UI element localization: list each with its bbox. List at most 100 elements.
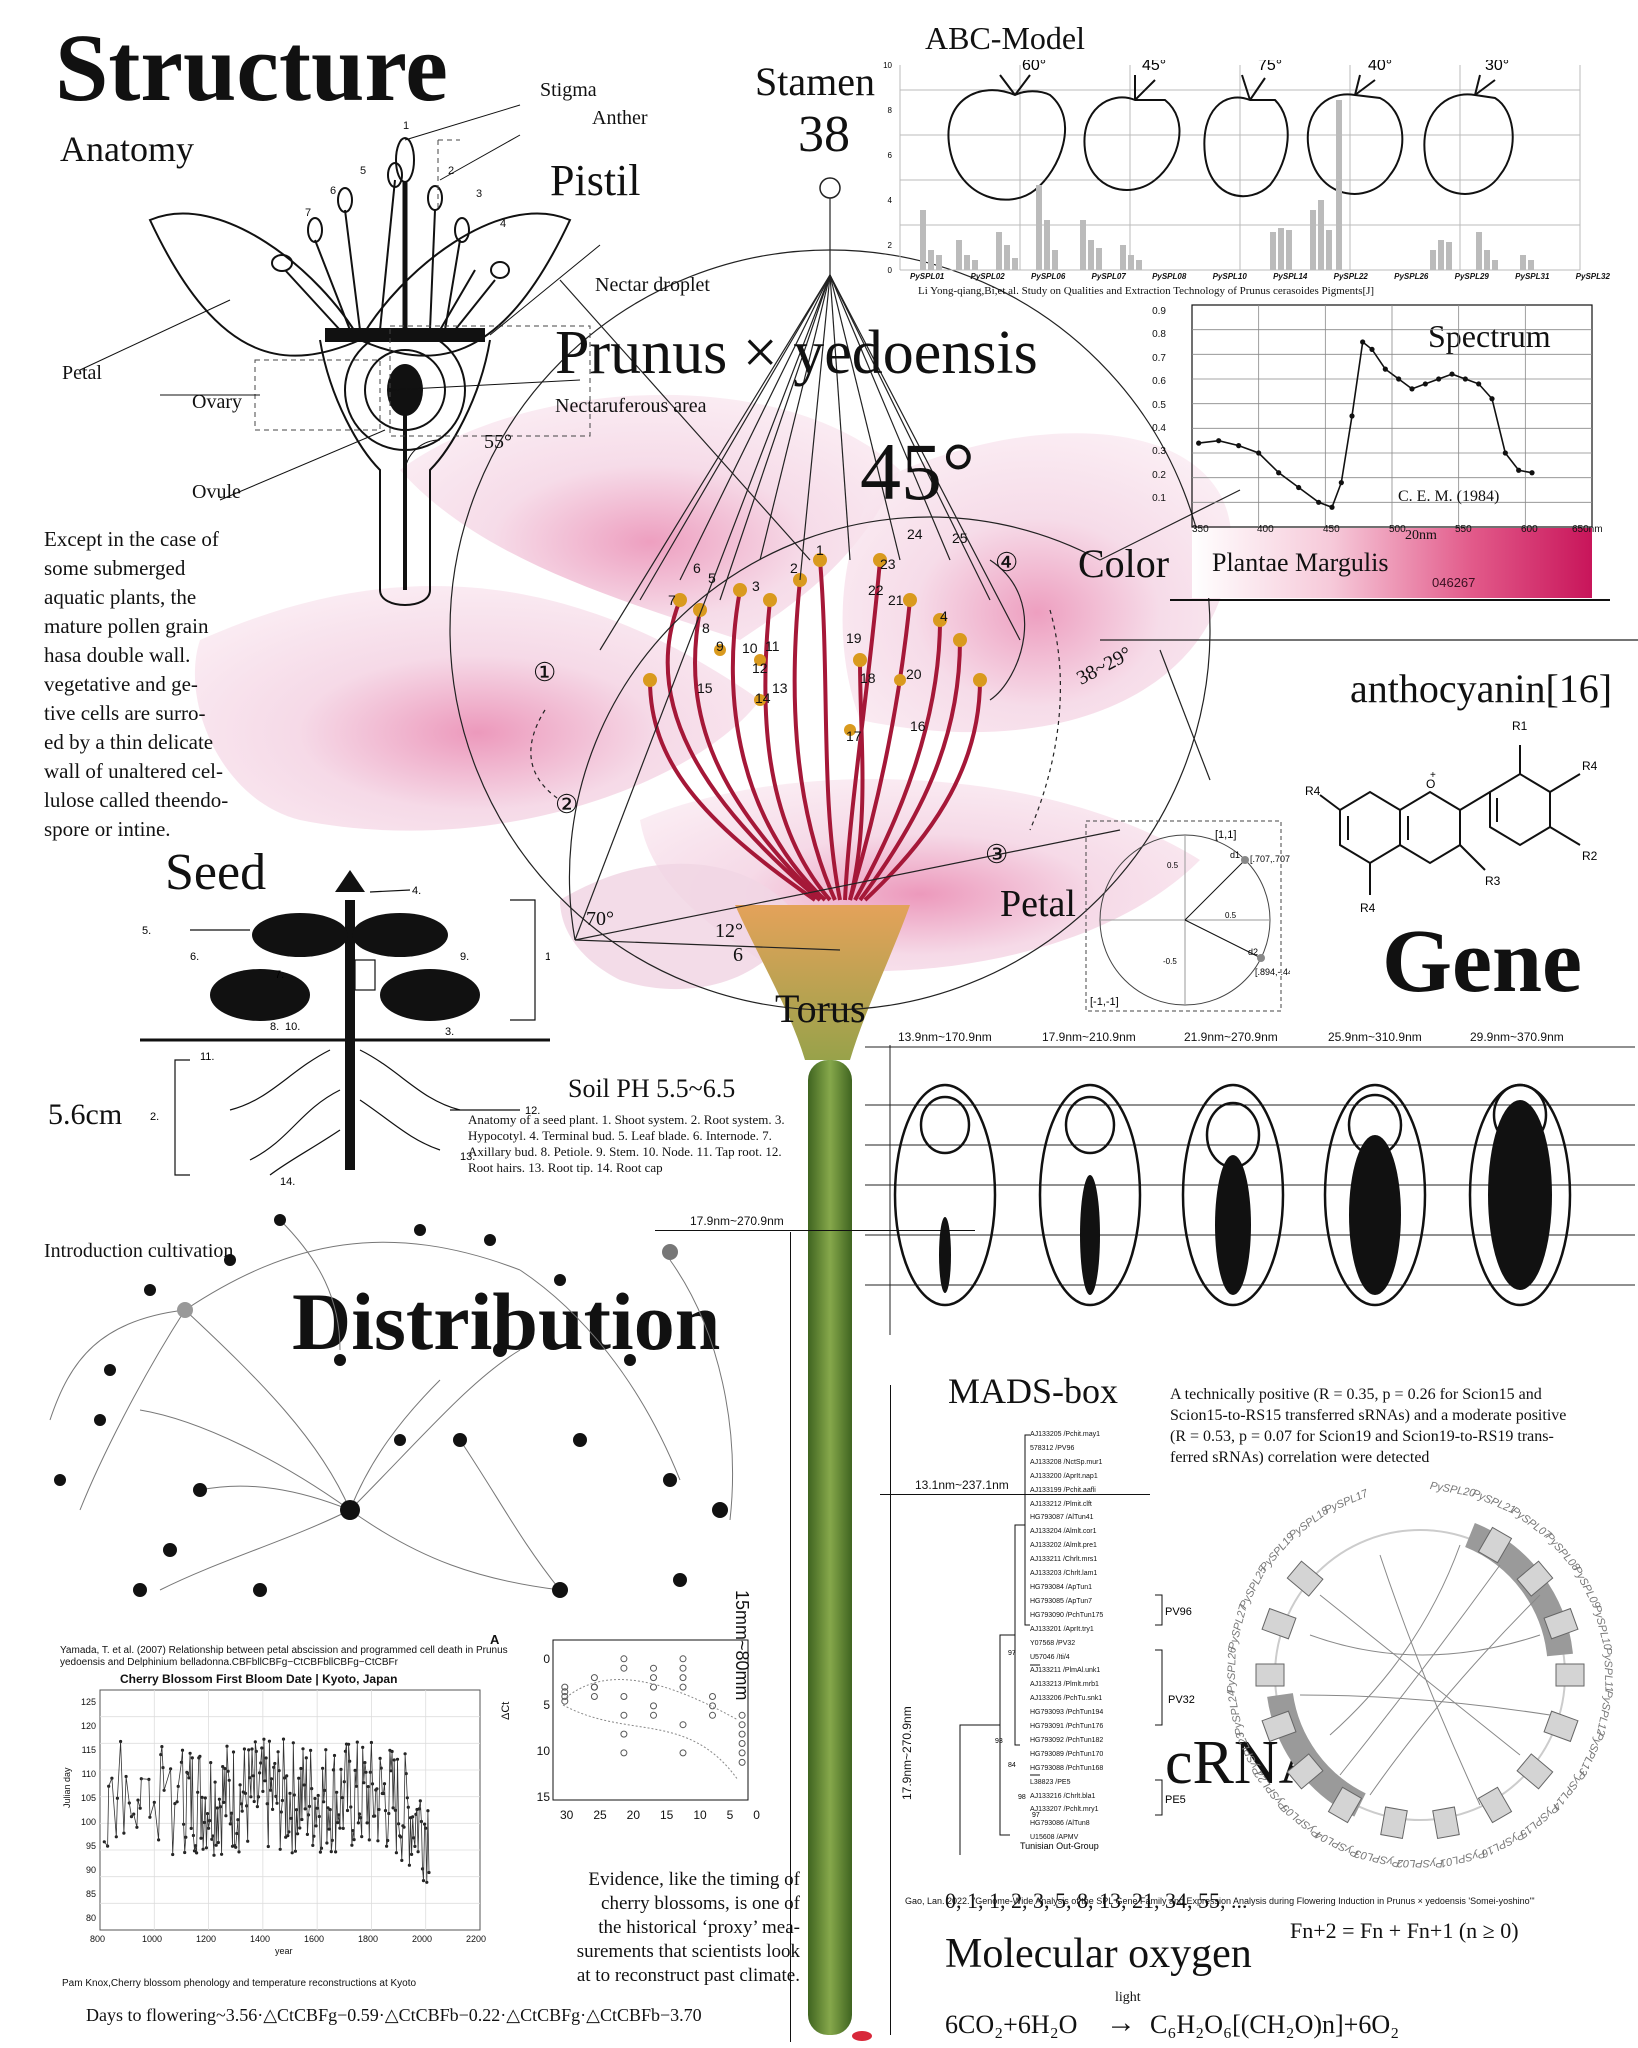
vector-plot: [1,1] [.707,.707] [.894,-.447] [-1,-1] d… <box>1085 820 1290 1012</box>
cherry-chart-title: Cherry Blossom First Bloom Date | Kyoto,… <box>120 1672 398 1686</box>
ct-point <box>650 1711 657 1719</box>
r4-label-b: R4 <box>1305 784 1321 798</box>
seed-caption: Anatomy of a seed plant. 1. Shoot system… <box>468 1112 785 1175</box>
ct-point <box>561 1683 569 1691</box>
circos-label: PySPL01 <box>1439 1847 1486 1869</box>
heading-anatomy: Anatomy <box>60 129 194 169</box>
ct-chart <box>552 1639 749 1801</box>
swatch-code: 046267 <box>1432 575 1476 590</box>
spectrum-annotation-cem: C. E. M. (1984) <box>1398 488 1500 505</box>
anatomy-num-1: 1 <box>403 120 410 132</box>
ct-point <box>679 1749 687 1757</box>
label-ovary: Ovary <box>192 391 242 413</box>
label-nectar-droplet: Nectar droplet <box>595 274 710 296</box>
ct-point <box>620 1749 628 1757</box>
spectrum-point <box>1236 443 1242 449</box>
heading-torus: Torus <box>775 986 866 1031</box>
ct-point <box>738 1730 746 1738</box>
ct-point <box>679 1683 687 1691</box>
measure-1-line <box>655 1230 975 1231</box>
spectrum-point <box>1360 339 1366 345</box>
ct-point <box>738 1721 746 1729</box>
circos-block <box>1261 1710 1297 1743</box>
spectrum-point <box>1396 376 1402 382</box>
anthers <box>643 553 987 736</box>
spectrum-point <box>1462 376 1468 382</box>
anthocyanin-structure: O + R1 R4 R4 R2 R3 R4 <box>1305 719 1598 915</box>
spectrum-annotation-nm: 20nm <box>1405 528 1437 543</box>
distribution-network <box>49 1214 733 1598</box>
ct-point <box>709 1693 716 1700</box>
ct-point <box>650 1664 657 1672</box>
svg-text:7.: 7. <box>275 969 284 981</box>
label-petal: Petal <box>62 362 102 384</box>
angle-6: 6 <box>733 944 743 966</box>
tree-group-pv32: PV32 <box>1168 1694 1195 1706</box>
heading-gene: Gene <box>1382 912 1582 1011</box>
circle-label-4: ④ <box>995 548 1019 577</box>
label-angle-55: 55° <box>484 431 512 453</box>
circos-block <box>1261 1607 1297 1640</box>
vector-p3: [.894,-.447] <box>1255 967 1290 977</box>
ct-point <box>679 1674 687 1682</box>
ct-point <box>650 1674 657 1682</box>
label-anther: Anther <box>592 107 648 129</box>
vector-p1: [1,1] <box>1215 829 1236 841</box>
circos-label: PySPL26 <box>1226 1646 1239 1693</box>
abc-bars <box>920 100 1534 270</box>
heading-spectrum: Spectrum <box>1428 318 1551 354</box>
svg-text:13.: 13. <box>460 1151 475 1163</box>
label-nectaruferous-area: Nectaruferous area <box>555 395 707 417</box>
photosynthesis-left: 6CO₂+6H₂O <box>945 2010 1078 2039</box>
stamen-count: 38 <box>798 106 850 163</box>
construction-lines <box>449 195 1638 1011</box>
ct-point <box>738 1711 746 1719</box>
network-nodes <box>54 1214 728 1598</box>
vector-p4: [-1,-1] <box>1090 996 1119 1008</box>
ct-point <box>561 1688 569 1696</box>
svg-text:93: 93 <box>995 1738 1003 1745</box>
svg-text:11.: 11. <box>200 1051 214 1063</box>
svg-text:1.: 1. <box>545 951 550 963</box>
photosynthesis-light: light <box>1115 1990 1141 2005</box>
svg-text:6.: 6. <box>190 951 199 963</box>
ct-point <box>679 1655 687 1663</box>
spectrum-point <box>1409 386 1415 392</box>
heading-stamen: Stamen <box>755 59 875 104</box>
correlation-text: A technically positive (R = 0.35, p = 0.… <box>1170 1386 1567 1466</box>
svg-text:5.: 5. <box>142 925 151 937</box>
heading-pistil: Pistil <box>550 156 641 205</box>
spectrum-point <box>1196 440 1202 446</box>
abc-ytick-8: 8 <box>888 106 893 115</box>
spectrum-point <box>1276 470 1282 476</box>
spectrum-point <box>1296 484 1302 491</box>
svg-text:97: 97 <box>1032 1812 1040 1819</box>
r2-label: R2 <box>1582 849 1598 863</box>
heading-abc-model: ABC-Model <box>925 20 1085 56</box>
photosynthesis-right: C₆H₂O₆[(CH₂O)n]+6O₂ <box>1150 2010 1400 2039</box>
spectrum-point <box>1476 381 1482 387</box>
anatomy-num-6: 6 <box>330 185 337 197</box>
pistil-anatomy-diagram <box>79 104 601 606</box>
spectrum-point <box>1369 346 1375 352</box>
circos-block <box>1543 1607 1579 1640</box>
ct-point <box>650 1702 657 1710</box>
ct-point <box>620 1664 628 1672</box>
vector-d2: d2 <box>1248 947 1258 957</box>
circos-block <box>1516 1753 1554 1790</box>
ct-point <box>679 1664 687 1672</box>
ct-point <box>620 1655 628 1663</box>
measure-2-line <box>880 1494 1150 1495</box>
stem <box>808 1060 852 2035</box>
ct-point <box>738 1740 746 1747</box>
photosynthesis-arrow: → <box>1106 2006 1136 2039</box>
heading-mads-box: MADS-box <box>948 1371 1119 1411</box>
tree-outgroup: Tunisian Out-Group <box>1020 1841 1099 1851</box>
abc-angle-40: 40° <box>1368 60 1392 74</box>
measure-vertical-line-2 <box>890 1385 891 2035</box>
anatomy-num-2: 2 <box>448 165 455 177</box>
